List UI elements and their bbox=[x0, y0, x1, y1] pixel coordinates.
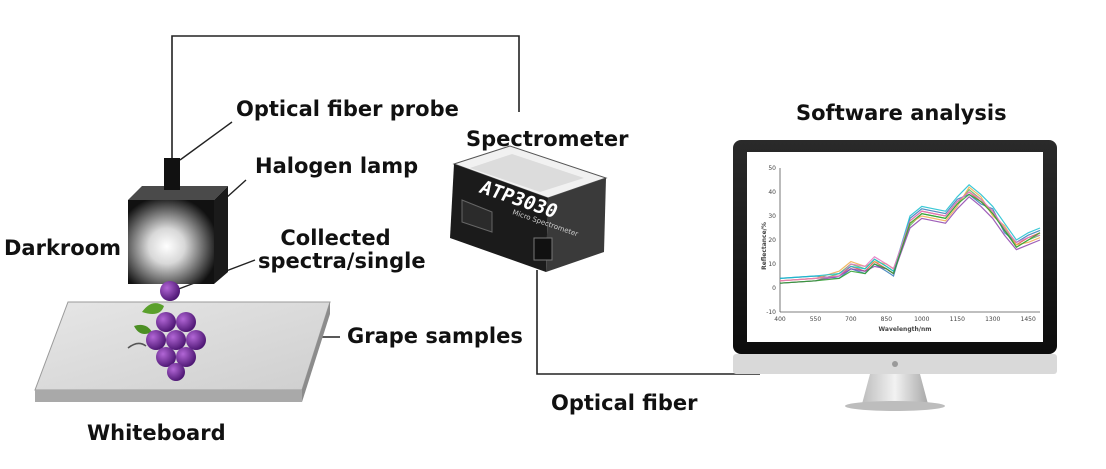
y-tick-label: 40 bbox=[768, 189, 776, 196]
spectrum-line-8 bbox=[779, 193, 1041, 284]
spectra-chart: 400 550 700 850 1000 1150 1300 1450 -10 0 10 20 30 40… bbox=[761, 165, 1041, 333]
darkroom-box bbox=[128, 158, 228, 284]
probe-pointer-line bbox=[179, 121, 233, 161]
optical-fiber-cable bbox=[536, 270, 760, 375]
x-tick-label: 550 bbox=[810, 316, 822, 323]
label-whiteboard: Whiteboard bbox=[87, 421, 226, 445]
y-tick-label: 50 bbox=[768, 165, 776, 172]
label-collected-line1: Collected bbox=[280, 226, 391, 250]
y-tick-label: 30 bbox=[768, 213, 776, 220]
x-tick-label: 1150 bbox=[950, 316, 965, 323]
label-darkroom: Darkroom bbox=[4, 236, 122, 260]
x-tick-label: 400 bbox=[774, 316, 786, 323]
grape-bunch bbox=[127, 303, 206, 381]
label-collected-spectra: Collected spectra/single bbox=[258, 226, 426, 274]
monitor bbox=[733, 140, 1057, 411]
fiber-probe-head bbox=[164, 158, 180, 190]
x-tick-label: 850 bbox=[881, 316, 893, 323]
label-software-analysis: Software analysis bbox=[796, 101, 1007, 125]
x-tick-label: 700 bbox=[845, 316, 857, 323]
spectrum-line-4 bbox=[779, 186, 1041, 282]
label-halogen-lamp: Halogen lamp bbox=[255, 154, 419, 178]
y-tick-label: 20 bbox=[768, 237, 776, 244]
y-tick-label: -10 bbox=[766, 309, 776, 316]
x-tick-label: 1000 bbox=[914, 316, 929, 323]
y-tick-label: 10 bbox=[768, 261, 776, 268]
label-grape-samples: Grape samples bbox=[347, 324, 523, 348]
spectrum-line-6 bbox=[779, 183, 1041, 279]
x-tick-label: 1450 bbox=[1021, 316, 1036, 323]
spectrum-line-5 bbox=[779, 195, 1041, 284]
spectrometer-device: ATP3030 Micro Spectrometer bbox=[450, 145, 608, 272]
chart-x-label: Wavelength/nm bbox=[879, 326, 932, 333]
label-optical-fiber: Optical fiber bbox=[551, 391, 698, 415]
x-tick-label: 1300 bbox=[985, 316, 1000, 323]
label-collected-line2: spectra/single bbox=[258, 249, 426, 274]
spectra-signal-ball bbox=[160, 281, 180, 301]
label-spectrometer: Spectrometer bbox=[466, 127, 629, 151]
y-tick-label: 0 bbox=[772, 285, 776, 292]
chart-y-label: Reflectance/% bbox=[761, 222, 768, 270]
spectrum-line-7 bbox=[779, 191, 1041, 282]
probe-cable bbox=[171, 35, 520, 158]
label-optical-fiber-probe: Optical fiber probe bbox=[236, 97, 459, 121]
